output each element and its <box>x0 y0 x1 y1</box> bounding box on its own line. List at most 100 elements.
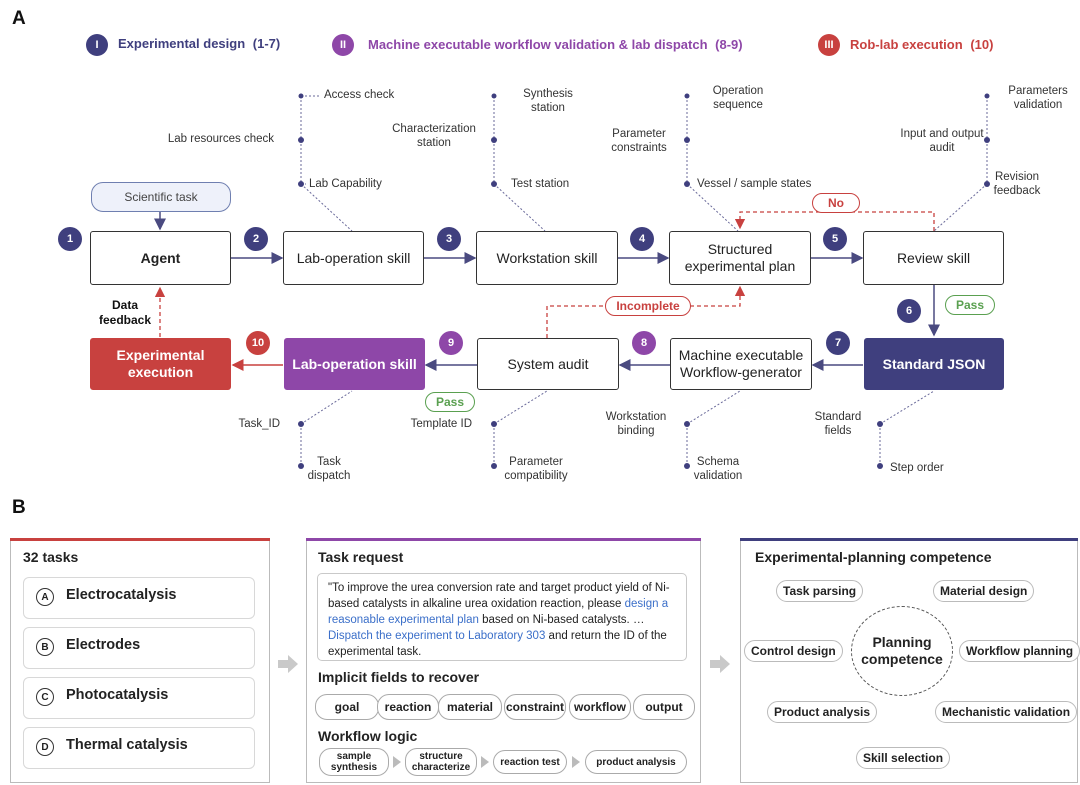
experimental-execution-line-1: Experimental <box>116 347 205 363</box>
parameter-compatibility-line-2: compatibility <box>504 470 568 482</box>
task-name-electrodes: Electrodes <box>66 637 141 653</box>
annotation-synthesis-station: Synthesis station <box>510 87 586 115</box>
task-name-thermal-catalysis: Thermal catalysis <box>66 737 188 753</box>
step-7-marker: 7 <box>826 331 850 355</box>
workflow-generator-line-1: Machine executable <box>678 347 804 363</box>
competence-product-analysis: Product analysis <box>767 701 878 723</box>
panel-b-letter: B <box>12 497 26 518</box>
task-request-title: Task request <box>318 549 404 565</box>
request-text-part-2: based on Ni-based catalysts. … <box>478 614 645 626</box>
request-text-part-1: "To improve the urea conversion rate and… <box>328 582 670 610</box>
operation-sequence-line-2: sequence <box>713 99 763 111</box>
task-item-photocatalysis: C Photocatalysis <box>23 677 255 719</box>
task-badge-a: A <box>36 588 54 606</box>
characterization-station-line-1: Characterization <box>392 123 476 135</box>
standard-json-node: Standard JSON <box>864 338 1004 390</box>
task-badge-d: D <box>36 738 54 756</box>
scientific-task-node: Scientific task <box>91 182 231 212</box>
implicit-field-workflow: workflow <box>569 694 631 720</box>
annotation-standard-fields: Standard fields <box>808 410 868 438</box>
workstation-binding-line-2: binding <box>617 425 655 437</box>
annotation-revision-feedback: Revision feedback <box>986 170 1048 198</box>
workstation-skill-node: Workstation skill <box>476 231 618 285</box>
annotation-operation-sequence: Operation sequence <box>700 84 776 112</box>
legend-marker-1: I <box>86 34 108 56</box>
workflow-step-sample-synthesis: sample synthesis <box>319 748 389 776</box>
incomplete-feedback-pill: Incomplete <box>605 296 691 316</box>
task-dispatch-line-1: Task <box>317 456 341 468</box>
no-feedback-pill: No <box>812 193 860 213</box>
parameters-validation-line-2: validation <box>1013 99 1063 111</box>
synthesis-station-line-2: station <box>531 102 565 114</box>
annotation-task-dispatch: Task dispatch <box>304 455 354 483</box>
synthesis-station-line-1: Synthesis <box>523 88 573 100</box>
legend-range-2: (8-9) <box>715 37 743 52</box>
request-text-part-3: and return the ID of the experimental ta… <box>328 630 667 658</box>
tasks-panel-accent <box>10 538 270 541</box>
io-audit-line-1: Input and output <box>900 128 984 140</box>
step-9-marker: 9 <box>439 331 463 355</box>
legend-text-1: Experimental design <box>118 36 246 51</box>
experimental-execution-node: Experimental execution <box>90 338 231 390</box>
implicit-field-goal: goal <box>315 694 379 720</box>
annotation-parameters-validation: Parameters validation <box>1000 84 1076 112</box>
task-request-panel-accent <box>306 538 701 541</box>
step-8-marker: 8 <box>632 331 656 355</box>
structured-plan-line-2: experimental plan <box>684 258 796 274</box>
legend-range-1: (1-7) <box>252 36 281 51</box>
data-feedback-line-2: feedback <box>98 313 152 327</box>
data-feedback-line-1: Data <box>111 298 138 312</box>
annotation-lab-capability: Lab Capability <box>309 178 382 190</box>
sample-synthesis-line-1: sample <box>336 751 372 762</box>
workflow-step-reaction-test: reaction test <box>493 750 567 774</box>
legend-range-3: (10) <box>970 37 994 52</box>
task-badge-b: B <box>36 638 54 656</box>
annotation-characterization-station: Characterization station <box>386 122 482 150</box>
operation-sequence-line-1: Operation <box>712 85 764 97</box>
annotation-schema-validation: Schema validation <box>684 455 752 483</box>
sample-synthesis-line-2: synthesis <box>330 762 378 773</box>
workflow-arrow-icon <box>481 756 489 768</box>
system-audit-label: System audit <box>507 355 589 372</box>
implicit-field-output: output <box>633 694 695 720</box>
structured-plan-line-1: Structured <box>707 241 773 257</box>
workflow-arrow-icon <box>393 756 401 768</box>
standard-fields-line-2: fields <box>824 425 852 437</box>
step-2-marker: 2 <box>244 227 268 251</box>
agent-node: Agent <box>90 231 231 285</box>
review-pass-pill: Pass <box>945 295 995 315</box>
task-badge-c: C <box>36 688 54 706</box>
legend-text-3: Rob-lab execution <box>850 37 963 52</box>
implicit-fields-title: Implicit fields to recover <box>318 669 480 685</box>
step-3-marker: 3 <box>437 227 461 251</box>
standard-fields-line-1: Standard <box>814 411 862 423</box>
annotation-parameter-constraints: Parameter constraints <box>604 127 674 155</box>
workflow-arrow-icon <box>572 756 580 768</box>
lab-operation-skill-label: Lab-operation skill <box>296 249 411 266</box>
competence-panel-accent <box>740 538 1078 541</box>
task-dispatch-line-2: dispatch <box>307 470 351 482</box>
planning-competence-circle: Planning competence <box>851 606 953 696</box>
schema-validation-line-2: validation <box>693 470 743 482</box>
tasks-panel: 32 tasks A Electrocatalysis B Electrodes… <box>10 538 270 783</box>
task-request-text: "To improve the urea conversion rate and… <box>317 573 687 661</box>
implicit-field-reaction: reaction <box>377 694 439 720</box>
competence-mechanistic-validation: Mechanistic validation <box>935 701 1078 723</box>
arrow-right-icon <box>710 655 730 673</box>
legend-marker-3: III <box>818 34 840 56</box>
task-name-electrocatalysis: Electrocatalysis <box>66 587 177 603</box>
experimental-execution-line-2: execution <box>127 364 194 380</box>
schema-validation-line-1: Schema <box>696 456 740 468</box>
tasks-panel-title: 32 tasks <box>23 549 79 565</box>
structure-characterize-line-1: structure <box>419 751 463 762</box>
workstation-binding-line-1: Workstation <box>605 411 667 423</box>
annotation-lab-resources-check: Lab resources check <box>167 133 274 145</box>
task-request-panel: Task request "To improve the urea conver… <box>306 538 701 783</box>
legend-text-2: Machine executable workflow validation &… <box>368 37 708 52</box>
competence-task-parsing: Task parsing <box>776 580 864 602</box>
lab-operation-skill-node: Lab-operation skill <box>283 231 424 285</box>
standard-json-label: Standard JSON <box>882 355 986 372</box>
competence-skill-selection: Skill selection <box>856 747 951 769</box>
competence-control-design: Control design <box>744 640 843 662</box>
annotation-io-audit: Input and output audit <box>892 127 992 155</box>
